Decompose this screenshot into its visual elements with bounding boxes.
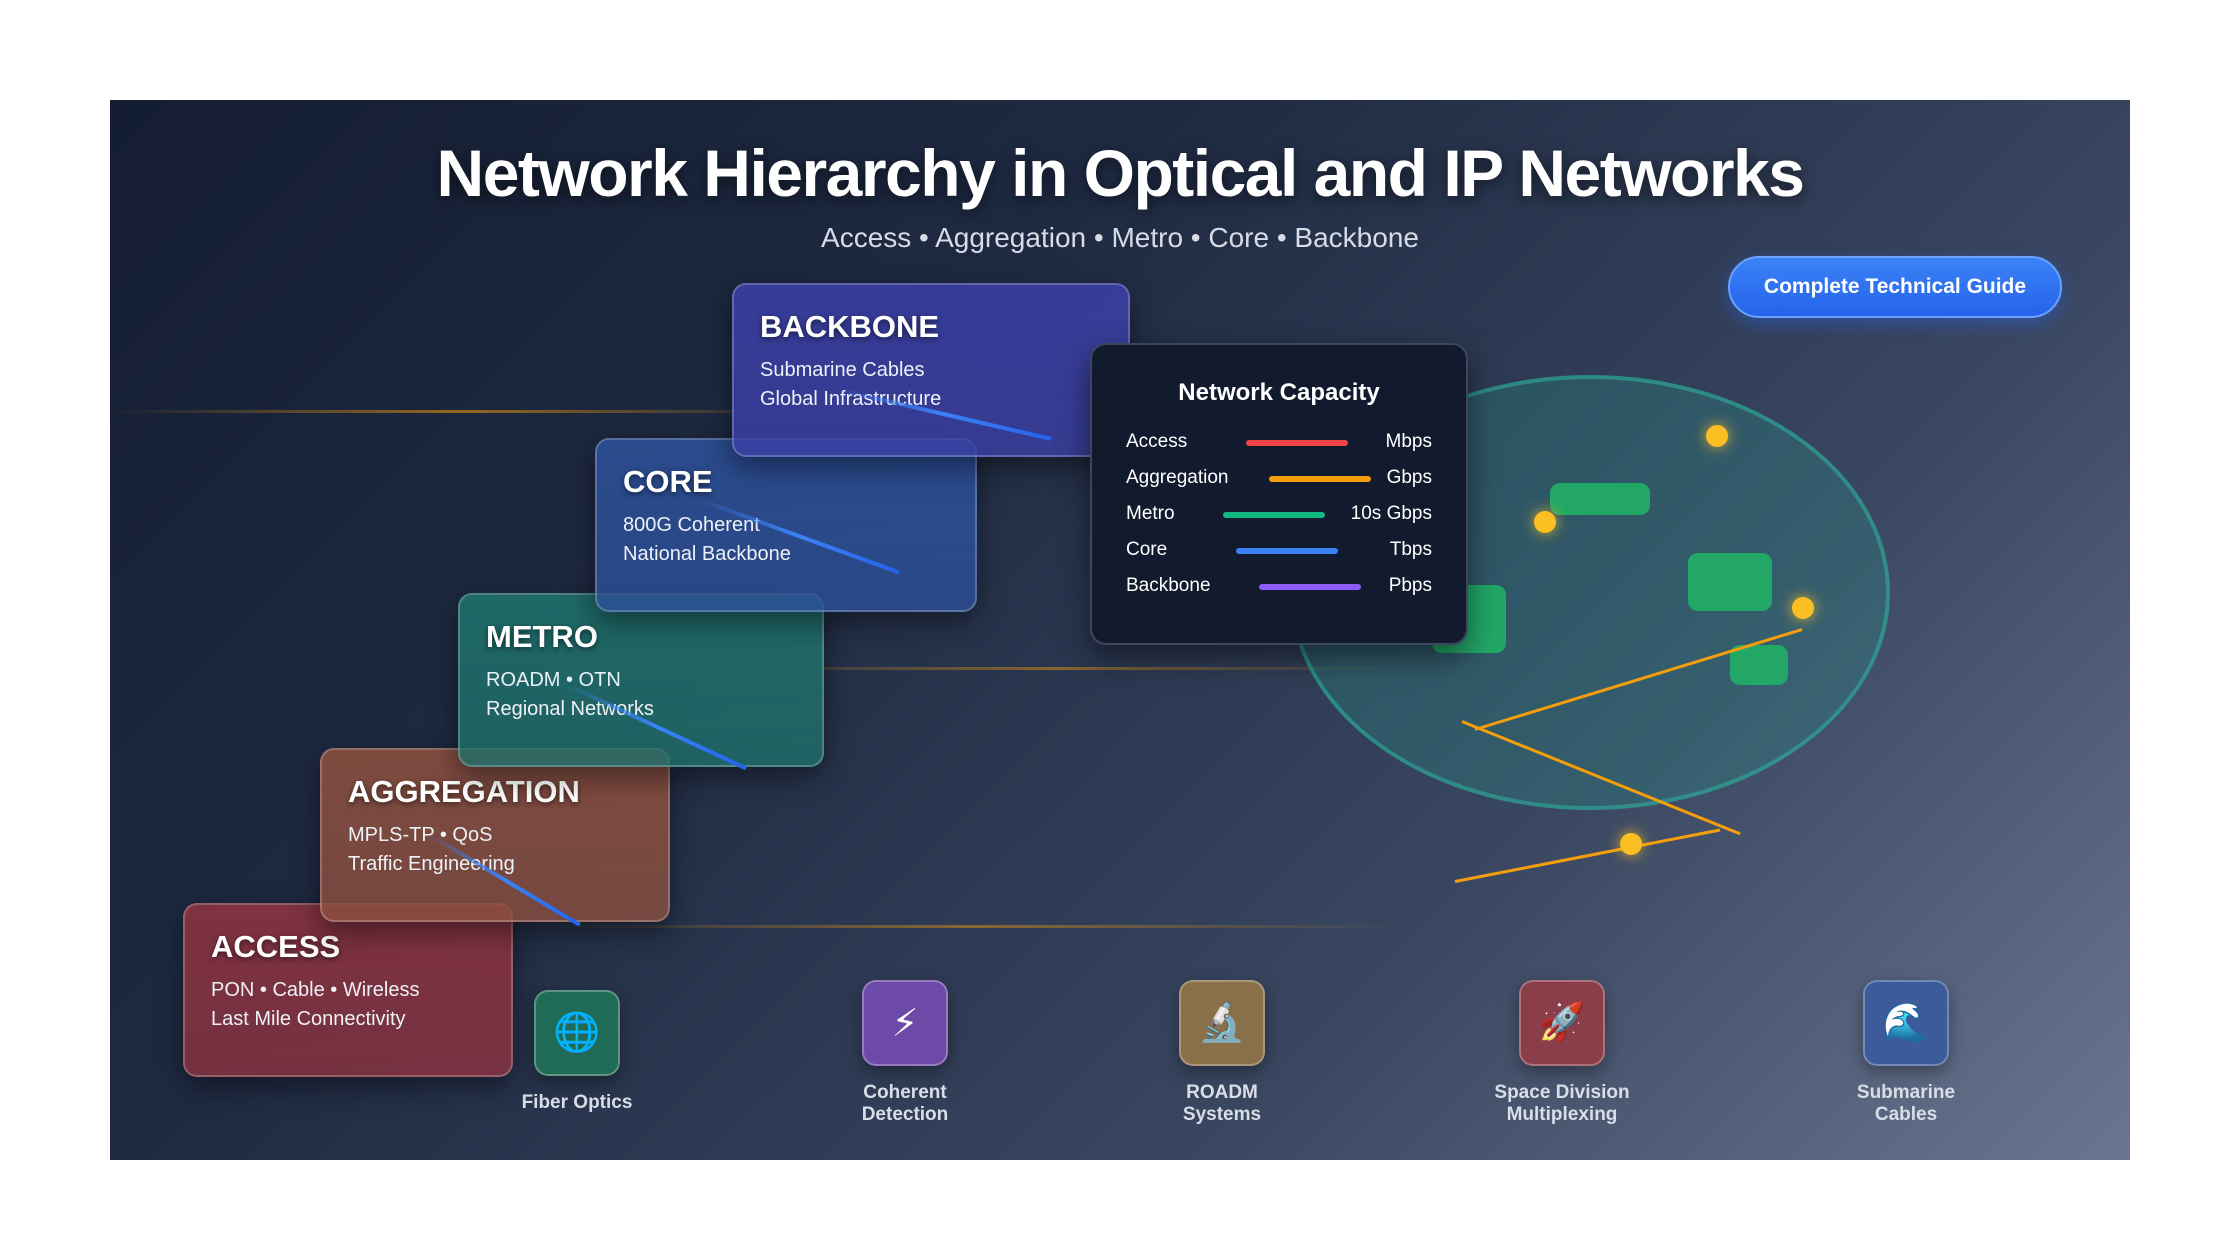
network-dot xyxy=(1534,511,1556,533)
tech-roadm-systems[interactable]: 🔬 ROADM Systems xyxy=(1112,980,1332,1126)
capacity-label: Access xyxy=(1126,431,1188,452)
light-line xyxy=(550,925,1400,928)
lightning-icon: ⚡ xyxy=(862,980,948,1066)
layer-detail: MPLS-TP • QoS xyxy=(348,824,493,846)
network-dot xyxy=(1792,597,1814,619)
layer-card-aggregation: AGGREGATION MPLS-TP • QoS Traffic Engine… xyxy=(320,748,670,922)
network-node xyxy=(1730,645,1788,685)
capacity-unit: Pbps xyxy=(1388,575,1432,596)
capacity-label: Aggregation xyxy=(1126,467,1229,488)
light-line xyxy=(710,667,1410,670)
tech-label-line: Detection xyxy=(861,1104,949,1125)
page-subtitle: Access • Aggregation • Metro • Core • Ba… xyxy=(821,222,1419,253)
capacity-row: Metro 10s Gbps xyxy=(1126,503,1432,527)
tech-label-line: Systems xyxy=(1182,1104,1262,1125)
layer-name: METRO xyxy=(486,619,598,654)
layer-name: ACCESS xyxy=(211,929,341,964)
link-line xyxy=(1454,828,1721,883)
capacity-unit: Gbps xyxy=(1386,467,1432,488)
layer-card-access: ACCESS PON • Cable • Wireless Last Mile … xyxy=(183,903,513,1077)
capacity-label: Metro xyxy=(1126,503,1175,524)
layer-card-core: CORE 800G Coherent National Backbone xyxy=(595,438,977,612)
capacity-unit: Mbps xyxy=(1385,431,1432,452)
layer-detail: 800G Coherent xyxy=(623,514,760,536)
layer-detail: PON • Cable • Wireless xyxy=(211,979,420,1001)
tech-label-line: Submarine xyxy=(1856,1082,1956,1103)
globe-icon: 🌐 xyxy=(534,990,620,1076)
tech-label: Space Division Multiplexing xyxy=(1452,1082,1672,1126)
capacity-row: Access Mbps xyxy=(1126,431,1432,455)
capacity-row: Aggregation Gbps xyxy=(1126,467,1432,491)
layer-detail: ROADM • OTN xyxy=(486,669,621,691)
tech-label: Submarine Cables xyxy=(1796,1082,2016,1126)
layer-name: AGGREGATION xyxy=(348,774,580,809)
tech-label: ROADM Systems xyxy=(1112,1082,1332,1126)
rocket-icon: 🚀 xyxy=(1519,980,1605,1066)
capacity-row: Backbone Pbps xyxy=(1126,575,1432,599)
tech-label-line: ROADM xyxy=(1186,1082,1258,1103)
tech-label-line: Multiplexing xyxy=(1506,1104,1618,1125)
wave-icon: 🌊 xyxy=(1863,980,1949,1066)
tech-space-division-multiplexing[interactable]: 🚀 Space Division Multiplexing xyxy=(1452,980,1672,1126)
tech-label-line: Cables xyxy=(1874,1104,1938,1125)
tech-label-line: Space Division xyxy=(1494,1082,1630,1103)
layer-name: CORE xyxy=(623,464,713,499)
tech-label: Coherent Detection xyxy=(795,1082,1015,1126)
capacity-bar xyxy=(1246,440,1348,446)
network-dot xyxy=(1620,833,1642,855)
network-dot xyxy=(1706,425,1728,447)
network-node xyxy=(1688,553,1772,611)
capacity-bar xyxy=(1259,584,1361,590)
page-title: Network Hierarchy in Optical and IP Netw… xyxy=(436,136,1805,210)
diagram-panel: Network Hierarchy in Optical and IP Netw… xyxy=(110,100,2130,1160)
capacity-bar xyxy=(1236,548,1338,554)
capacity-unit: Tbps xyxy=(1389,539,1432,560)
layer-name: BACKBONE xyxy=(760,309,940,344)
network-node xyxy=(1550,483,1650,515)
capacity-row: Core Tbps xyxy=(1126,539,1432,563)
capacity-bar xyxy=(1223,512,1325,518)
capacity-unit: 10s Gbps xyxy=(1350,503,1432,524)
layer-card-backbone: BACKBONE Submarine Cables Global Infrast… xyxy=(732,283,1130,457)
tech-label-line: Fiber Optics xyxy=(521,1092,633,1113)
light-line xyxy=(110,410,810,413)
layer-detail: National Backbone xyxy=(623,543,791,565)
tech-label: Fiber Optics xyxy=(467,1092,687,1114)
layer-detail: Submarine Cables xyxy=(760,359,925,381)
capacity-title: Network Capacity xyxy=(1178,379,1380,406)
layer-detail: Global Infrastructure xyxy=(760,388,942,410)
capacity-bar xyxy=(1269,476,1371,482)
complete-technical-guide-button[interactable]: Complete Technical Guide xyxy=(1728,256,2062,318)
layer-detail: Last Mile Connectivity xyxy=(211,1008,406,1030)
capacity-label: Core xyxy=(1126,539,1168,560)
tech-fiber-optics[interactable]: 🌐 Fiber Optics xyxy=(467,990,687,1114)
tech-submarine-cables[interactable]: 🌊 Submarine Cables xyxy=(1796,980,2016,1126)
network-capacity-panel: Network Capacity Access Mbps Aggregation… xyxy=(1090,343,1468,645)
capacity-label: Backbone xyxy=(1126,575,1211,596)
layer-card-metro: METRO ROADM • OTN Regional Networks xyxy=(458,593,824,767)
tech-label-line: Coherent xyxy=(863,1082,947,1103)
microscope-icon: 🔬 xyxy=(1179,980,1265,1066)
tech-coherent-detection[interactable]: ⚡ Coherent Detection xyxy=(795,980,1015,1126)
